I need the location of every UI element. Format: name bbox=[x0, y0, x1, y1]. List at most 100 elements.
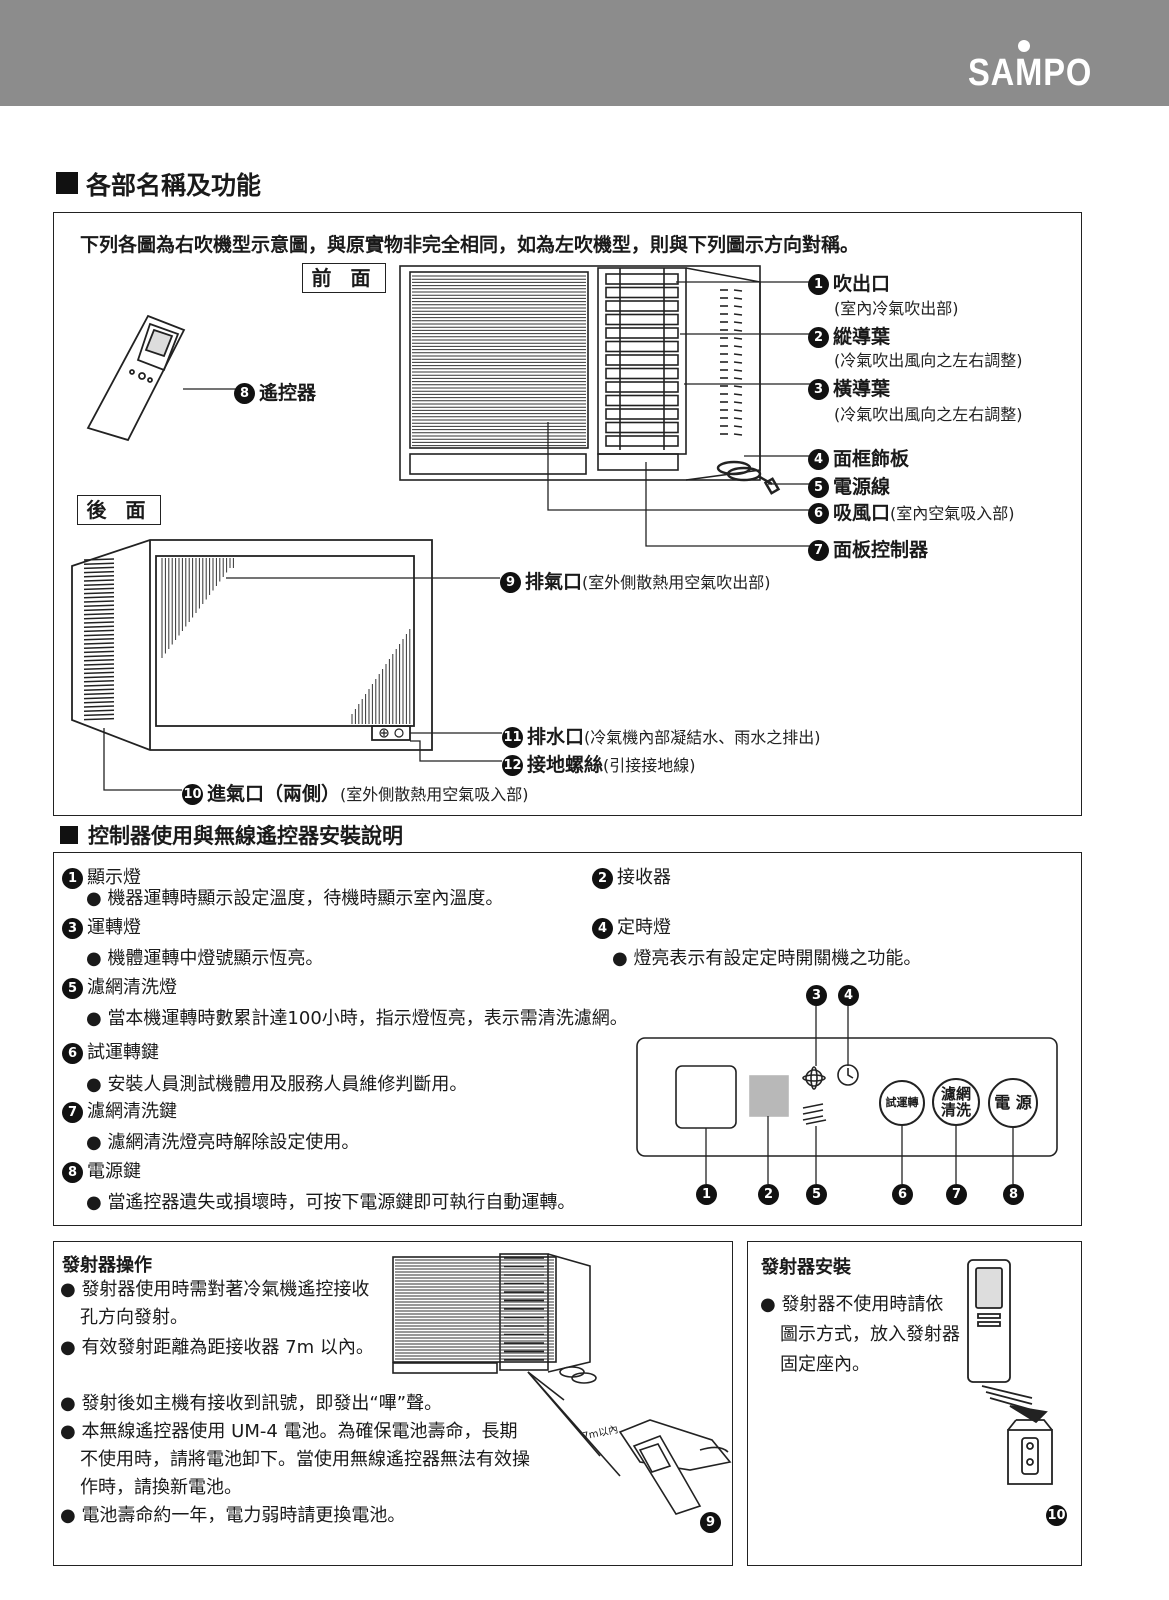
install-desc: 發射器不使用時請依圖示方式，放入發射器固定座內。 bbox=[780, 1294, 960, 1375]
callout-desc: (冷氣機內部凝結水、雨水之排出) bbox=[584, 728, 821, 747]
callout-badge: 8 bbox=[234, 383, 255, 404]
callout-desc: (室內空氣吸入部) bbox=[890, 504, 1015, 523]
item-badge: 8 bbox=[62, 1161, 83, 1183]
item-badge: 3 bbox=[62, 917, 83, 939]
parts-intro: 下列各圖為右吹機型示意圖，與原實物非完全相同，如為左吹機型，則與下列圖示方向對稱… bbox=[80, 234, 860, 256]
callout-name: 面板控制器 bbox=[833, 539, 929, 561]
install-box bbox=[747, 1241, 1082, 1566]
panel-num-4: 4 bbox=[838, 985, 859, 1006]
callout-2-desc: (冷氣吹出風向之左右調整) bbox=[834, 351, 1023, 370]
power-button[interactable]: 電 源 bbox=[988, 1078, 1038, 1128]
item-name: 濾網清洗鍵 bbox=[87, 1101, 177, 1122]
callout-badge: 9 bbox=[500, 572, 521, 593]
bullet-text: 有效發射距離為距接收器 7m 以內。 bbox=[81, 1337, 374, 1358]
bullet-text: 發射器使用時需對著冷氣機遙控接收孔方向發射。 bbox=[80, 1279, 370, 1328]
operation-bullet-5: ● 電池壽命約一年，電力弱時請更換電池。 bbox=[60, 1505, 406, 1526]
item-name: 電源鍵 bbox=[87, 1161, 141, 1182]
callout-badge: 11 bbox=[502, 727, 523, 748]
control-item-3-desc: ● 機體運轉中燈號顯示恆亮。 bbox=[86, 948, 324, 969]
section-marker bbox=[56, 172, 78, 194]
brand-logo: SAMPO bbox=[968, 52, 1093, 94]
operation-bullet-4: ● 本無線遙控器使用 UM-4 電池。為確保電池壽命，長期不使用時，請將電池卸下… bbox=[60, 1421, 530, 1498]
item-badge: 4 bbox=[592, 917, 613, 939]
item-badge: 2 bbox=[592, 867, 613, 889]
control-item-1-desc: ● 機器運轉時顯示設定溫度，待機時顯示室內溫度。 bbox=[86, 888, 504, 909]
bullet-text: 發射後如主機有接收到訊號，即發出“嗶”聲。 bbox=[81, 1393, 443, 1414]
section-marker bbox=[60, 826, 78, 844]
callout-name: 吸風口 bbox=[833, 502, 891, 524]
item-desc: 濾網清洗燈亮時解除設定使用。 bbox=[107, 1132, 360, 1153]
callout-badge: 7 bbox=[808, 540, 829, 561]
callout-desc: (室外側散熱用空氣吹出部) bbox=[582, 573, 771, 592]
operation-bullet-3: ● 發射後如主機有接收到訊號，即發出“嗶”聲。 bbox=[60, 1393, 443, 1414]
callout-badge: 2 bbox=[808, 327, 829, 348]
panel-num-3: 3 bbox=[806, 985, 827, 1006]
callout-1-desc: (室內冷氣吹出部) bbox=[834, 299, 959, 318]
figure-num-10: 10 bbox=[1046, 1505, 1067, 1526]
install-text: ● 發射器不使用時請依圖示方式，放入發射器固定座內。 bbox=[760, 1294, 960, 1375]
operation-box bbox=[53, 1241, 733, 1566]
header-bar bbox=[0, 0, 1169, 106]
callout-name: 縱導葉 bbox=[833, 326, 891, 348]
item-badge: 1 bbox=[62, 867, 83, 889]
item-desc: 當遙控器遺失或損壞時，可按下電源鍵即可執行自動運轉。 bbox=[107, 1192, 576, 1213]
test-run-button[interactable]: 試運轉 bbox=[879, 1080, 925, 1126]
item-badge: 5 bbox=[62, 977, 83, 999]
item-badge: 6 bbox=[62, 1042, 83, 1064]
item-desc: 當本機運轉時數累計達100小時，指示燈恆亮，表示需清洗濾網。 bbox=[107, 1008, 628, 1029]
callout-badge: 10 bbox=[182, 784, 203, 805]
rear-view-label: 後 面 bbox=[77, 495, 161, 525]
control-item-8-desc: ● 當遙控器遺失或損壞時，可按下電源鍵即可執行自動運轉。 bbox=[86, 1192, 576, 1213]
callout-name: 電源線 bbox=[833, 476, 891, 498]
panel-num-5: 5 bbox=[806, 1184, 827, 1205]
callout-name: 遙控器 bbox=[259, 382, 317, 404]
controls-box bbox=[53, 852, 1082, 1226]
item-desc: 燈亮表示有設定定時開關機之功能。 bbox=[633, 948, 922, 969]
item-desc: 安裝人員測試機體用及服務人員維修判斷用。 bbox=[107, 1074, 468, 1095]
item-desc: 機器運轉時顯示設定溫度，待機時顯示室內溫度。 bbox=[107, 888, 504, 909]
section2-title: 控制器使用與無線遙控器安裝說明 bbox=[88, 824, 403, 848]
callout-name: 接地螺絲 bbox=[527, 754, 604, 776]
section1-title: 各部名稱及功能 bbox=[86, 171, 262, 200]
panel-num-8: 8 bbox=[1003, 1184, 1024, 1205]
item-name: 接收器 bbox=[617, 867, 671, 888]
callout-badge: 5 bbox=[808, 477, 829, 498]
control-item-4-desc: ● 燈亮表示有設定定時開關機之功能。 bbox=[612, 948, 922, 969]
parts-box bbox=[53, 212, 1082, 816]
control-item-7-desc: ● 濾網清洗燈亮時解除設定使用。 bbox=[86, 1132, 360, 1153]
callout-desc: (室外側散熱用空氣吸入部) bbox=[340, 785, 529, 804]
callout-badge: 1 bbox=[808, 274, 829, 295]
item-name: 運轉燈 bbox=[87, 917, 141, 938]
item-name: 定時燈 bbox=[617, 917, 671, 938]
item-badge: 7 bbox=[62, 1101, 83, 1123]
filter-clean-button[interactable]: 濾網 清洗 bbox=[932, 1078, 980, 1126]
callout-badge: 12 bbox=[502, 755, 523, 776]
callout-name: 吹出口 bbox=[833, 273, 891, 295]
item-desc: 機體運轉中燈號顯示恆亮。 bbox=[107, 948, 324, 969]
control-item-5-desc: ● 當本機運轉時數累計達100小時，指示燈恆亮，表示需清洗濾網。 bbox=[86, 1008, 628, 1029]
panel-num-6: 6 bbox=[892, 1184, 913, 1205]
panel-num-7: 7 bbox=[946, 1184, 967, 1205]
callout-badge: 6 bbox=[808, 503, 829, 524]
operation-bullet-2: ● 有效發射距離為距接收器 7m 以內。 bbox=[60, 1337, 374, 1358]
callout-name: 進氣口（兩側） bbox=[207, 783, 341, 805]
bullet-text: 電池壽命約一年，電力弱時請更換電池。 bbox=[81, 1505, 406, 1526]
